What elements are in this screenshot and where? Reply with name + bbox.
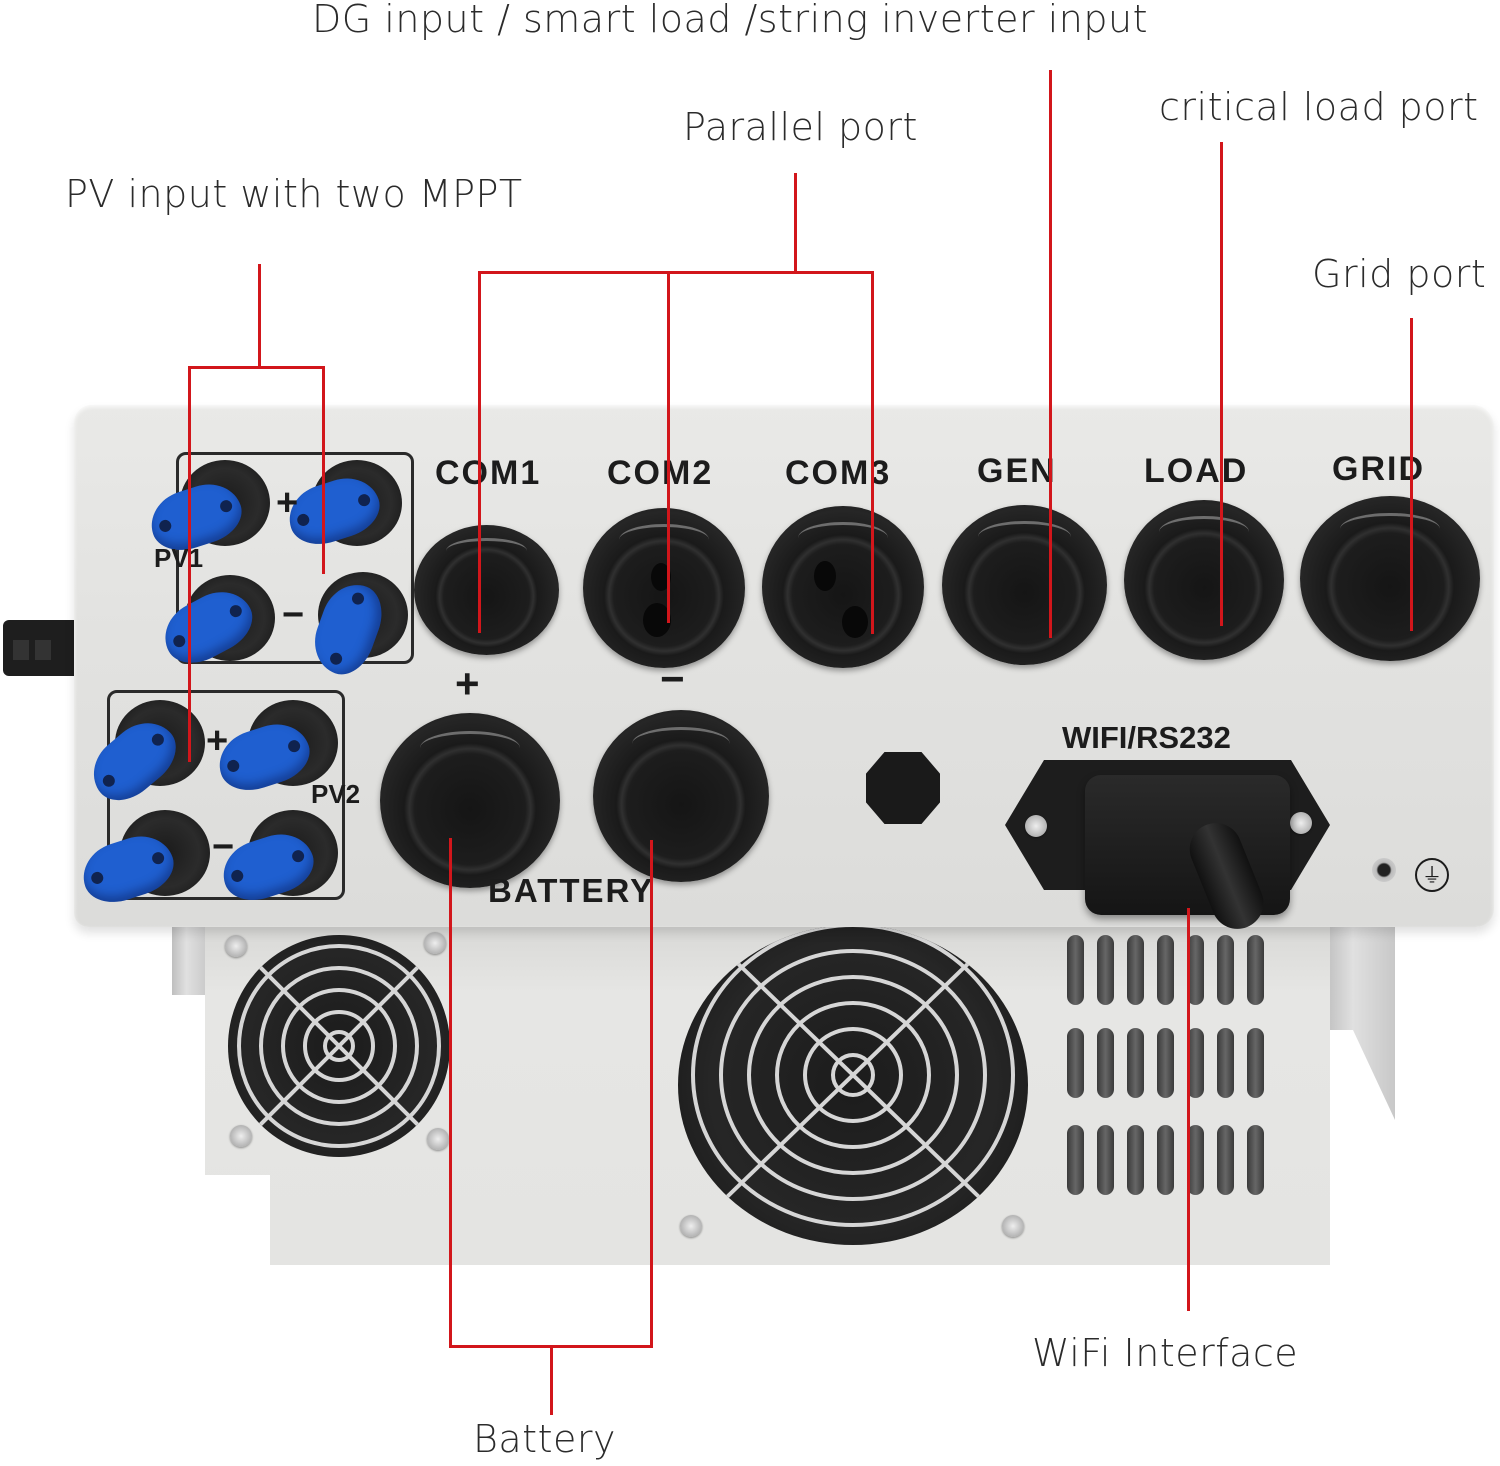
fan-screw bbox=[424, 932, 446, 954]
callout-line-pv bbox=[258, 264, 261, 368]
pv1-minus-sign: − bbox=[282, 594, 305, 636]
callout-line-pv bbox=[322, 366, 325, 574]
battery-negative-port[interactable] bbox=[593, 710, 769, 882]
callout-parallel-port: Parallel port bbox=[683, 105, 918, 149]
callout-line-grid bbox=[1410, 318, 1413, 631]
com2-port[interactable] bbox=[583, 508, 745, 668]
callout-line-battery bbox=[449, 838, 452, 1348]
callout-line-pv bbox=[188, 366, 325, 369]
grid-label: GRID bbox=[1332, 450, 1425, 488]
com1-port[interactable] bbox=[414, 525, 559, 655]
dc-switch-handle bbox=[3, 620, 81, 676]
grid-port[interactable] bbox=[1300, 496, 1480, 661]
callout-line-parallel bbox=[667, 271, 670, 623]
ground-icon: ⏚ bbox=[1415, 858, 1449, 892]
battery-label: BATTERY bbox=[488, 872, 655, 909]
pv1-plus-sign: + bbox=[276, 482, 299, 524]
fan-screw bbox=[225, 935, 247, 957]
callout-line-load bbox=[1220, 142, 1223, 626]
fan-screw bbox=[230, 1125, 252, 1147]
pv2-label: PV2 bbox=[311, 779, 361, 809]
wifi-flange-screw bbox=[1025, 815, 1047, 837]
callout-critical-load-port: critical load port bbox=[1159, 85, 1479, 129]
fan-screw bbox=[680, 1215, 702, 1237]
callout-dg-input: DG input / smart load /string inverter i… bbox=[312, 0, 1148, 41]
fan-grill-icon bbox=[691, 925, 1015, 1227]
battery-plus-sign: + bbox=[455, 660, 480, 707]
gen-port[interactable] bbox=[942, 505, 1107, 665]
mounting-bracket-right bbox=[1325, 920, 1395, 1120]
battery-minus-sign: − bbox=[660, 655, 685, 702]
pv2-minus-sign: − bbox=[212, 826, 235, 868]
battery-positive-port[interactable] bbox=[380, 713, 560, 888]
load-port[interactable] bbox=[1124, 500, 1284, 660]
callout-wifi-interface: WiFi Interface bbox=[1032, 1331, 1299, 1375]
fan-screw bbox=[427, 1128, 449, 1150]
com3-port[interactable] bbox=[762, 506, 924, 668]
lower-housing-step bbox=[205, 1175, 270, 1265]
fan-screw bbox=[1002, 1215, 1024, 1237]
mounting-bracket-left bbox=[172, 925, 208, 995]
pv2-plus-sign: + bbox=[206, 720, 229, 762]
callout-line-parallel bbox=[478, 271, 481, 633]
load-label: LOAD bbox=[1144, 452, 1249, 490]
callout-pv-input: PV input with two MPPT bbox=[65, 172, 523, 216]
callout-line-parallel bbox=[794, 173, 797, 273]
large-cooling-fan bbox=[678, 925, 1028, 1245]
callout-line-parallel bbox=[871, 271, 874, 634]
com3-label: COM3 bbox=[785, 454, 892, 492]
gen-label: GEN bbox=[977, 452, 1057, 490]
com1-label: COM1 bbox=[435, 454, 542, 492]
pv1-connector-box bbox=[176, 452, 414, 664]
callout-line-parallel bbox=[478, 271, 874, 274]
com2-label: COM2 bbox=[607, 454, 714, 492]
callout-line-pv bbox=[188, 366, 191, 762]
callout-line-gen bbox=[1049, 70, 1052, 638]
callout-grid-port: Grid port bbox=[1312, 252, 1487, 296]
callout-battery: Battery bbox=[473, 1417, 616, 1461]
callout-line-wifi bbox=[1187, 908, 1190, 1311]
small-cooling-fan bbox=[228, 935, 450, 1157]
fan-grill-icon bbox=[236, 943, 442, 1149]
wifi-flange-screw bbox=[1290, 812, 1312, 834]
callout-line-battery bbox=[550, 1345, 553, 1415]
blanking-plug bbox=[866, 752, 940, 824]
callout-line-battery bbox=[650, 840, 653, 1348]
ground-screw bbox=[1372, 858, 1396, 882]
pv1-label: PV1 bbox=[154, 543, 204, 573]
wifi-rs232-label: WIFI/RS232 bbox=[1062, 720, 1231, 755]
